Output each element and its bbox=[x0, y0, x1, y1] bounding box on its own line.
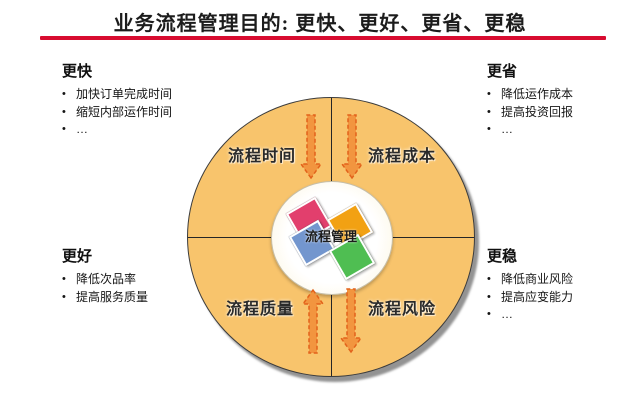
goal-bullet: … bbox=[62, 121, 237, 139]
quadrant-label-process-quality: 流程质量 bbox=[226, 301, 295, 318]
goal-bullet-list: 降低运作成本 提高投资回报 … bbox=[487, 86, 637, 139]
quadrant-label-process-risk: 流程风险 bbox=[368, 301, 437, 318]
goal-bullet: 降低运作成本 bbox=[487, 86, 637, 104]
goal-bullet-list: 降低商业风险 提高应变能力 … bbox=[487, 271, 637, 324]
goal-heading-cheaper: 更省 bbox=[487, 63, 518, 80]
goal-block-better: 更好 降低次品率 提高服务质量 bbox=[62, 245, 237, 306]
goal-bullet: 降低商业风险 bbox=[487, 271, 637, 289]
goal-bullet: 提高投资回报 bbox=[487, 104, 637, 122]
goal-block-cheaper: 更省 降低运作成本 提高投资回报 … bbox=[487, 60, 637, 139]
slide-title: 业务流程管理目的: 更快、更好、更省、更稳 bbox=[113, 13, 527, 35]
quadrant-label-process-time: 流程时间 bbox=[228, 148, 297, 165]
goal-bullet: 提高服务质量 bbox=[62, 289, 237, 307]
quadrant-label-process-cost: 流程成本 bbox=[368, 148, 437, 165]
goal-bullet: 提高应变能力 bbox=[487, 289, 637, 307]
dashed-arrow-icon bbox=[340, 288, 362, 354]
dashed-arrow-icon bbox=[302, 288, 324, 354]
goal-bullet-list: 降低次品率 提高服务质量 bbox=[62, 271, 237, 306]
goal-block-faster: 更快 加快订单完成时间 缩短内部运作时间 … bbox=[62, 60, 237, 139]
dashed-arrow-icon bbox=[300, 114, 322, 180]
four-tilted-squares-icon: 流程管理 bbox=[283, 196, 379, 288]
goal-heading-stabler: 更稳 bbox=[487, 248, 518, 265]
goal-bullet: 降低次品率 bbox=[62, 271, 237, 289]
goal-bullet-list: 加快订单完成时间 缩短内部运作时间 … bbox=[62, 86, 237, 139]
goal-heading-better: 更好 bbox=[62, 248, 93, 265]
title-underline-rule bbox=[40, 36, 606, 40]
dashed-arrow-icon bbox=[341, 114, 363, 180]
center-label-process-management: 流程管理 bbox=[304, 229, 358, 244]
goal-bullet: 加快订单完成时间 bbox=[62, 86, 237, 104]
goal-bullet: … bbox=[487, 306, 637, 324]
goal-bullet: … bbox=[487, 121, 637, 139]
goal-block-stabler: 更稳 降低商业风险 提高应变能力 … bbox=[487, 245, 637, 324]
goal-heading-faster: 更快 bbox=[62, 63, 93, 80]
goal-bullet: 缩短内部运作时间 bbox=[62, 104, 237, 122]
